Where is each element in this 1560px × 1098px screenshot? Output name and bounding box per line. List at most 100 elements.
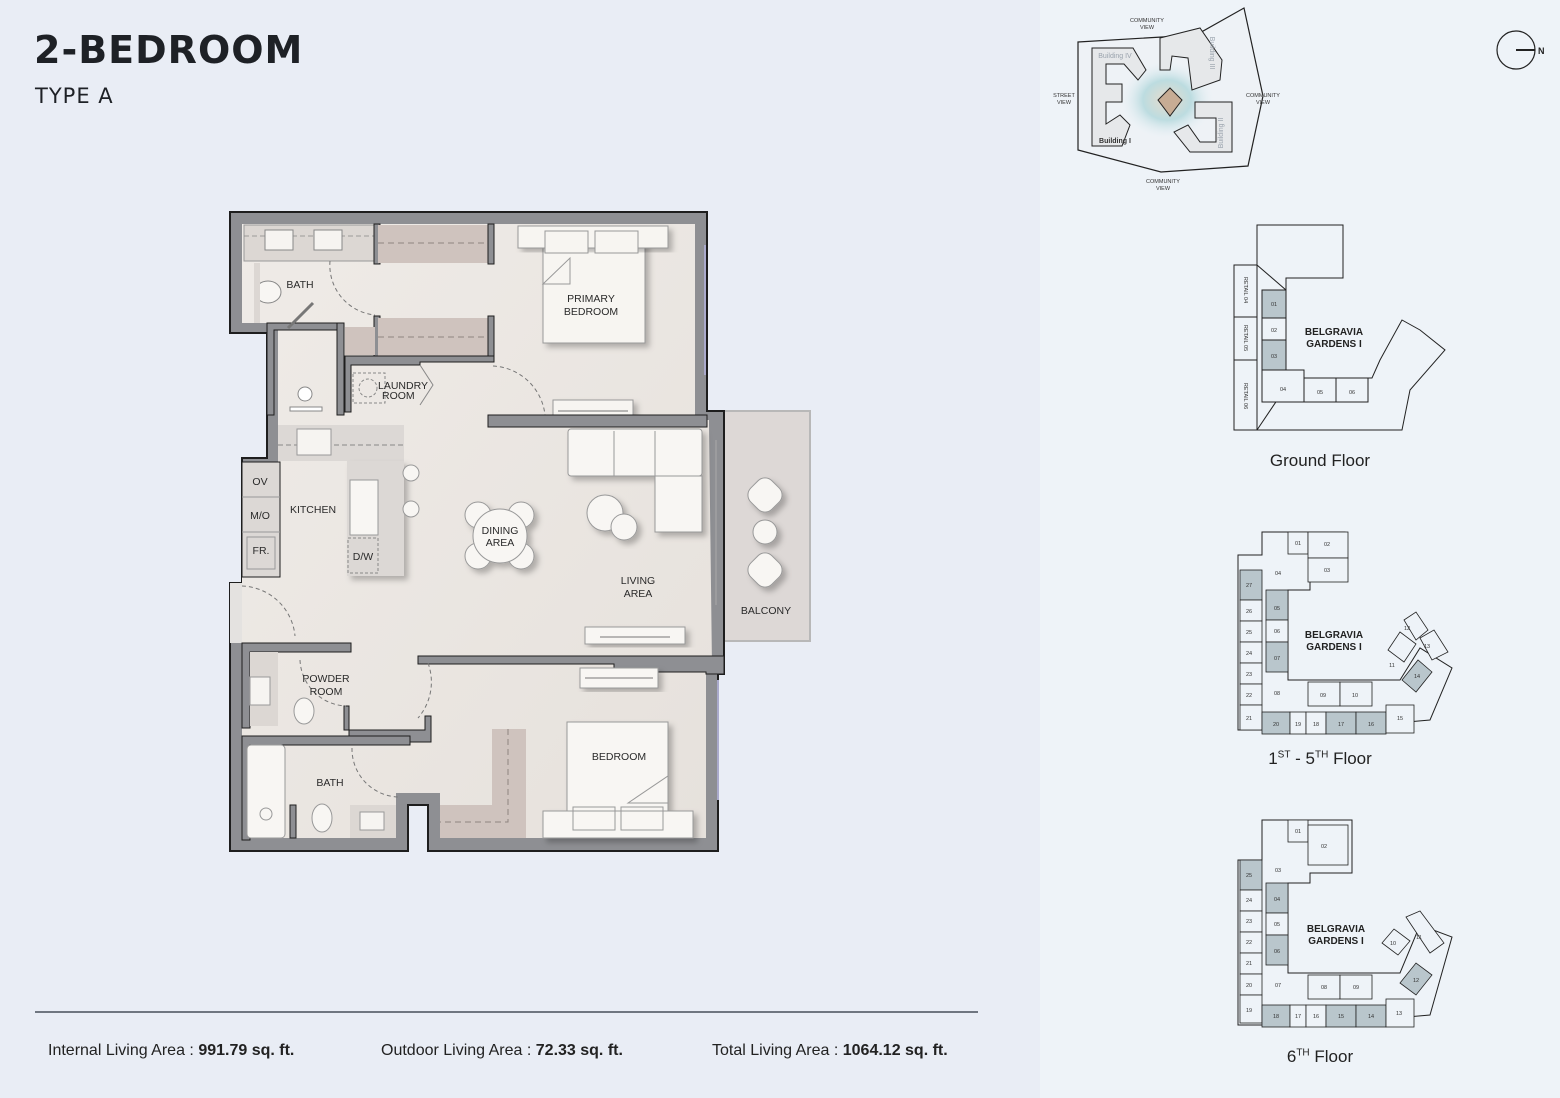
outdoor-area-label: Outdoor Living Area : <box>381 1042 536 1059</box>
label-microwave: M/O <box>250 510 270 522</box>
unit-floor-plan: LAUNDRY ROOM PRIMARY BEDROOM D/W OV M/O … <box>229 211 811 852</box>
sink-icon <box>349 479 379 536</box>
svg-text:14: 14 <box>1368 1014 1374 1020</box>
floor-num: - 5 <box>1290 749 1315 768</box>
tv-console <box>584 626 686 645</box>
building-name: GARDENS I <box>1306 339 1362 350</box>
building-label: Building III <box>1208 37 1215 70</box>
balcony-chairs <box>747 477 783 588</box>
room-label-bedroom: BEDROOM <box>592 751 646 763</box>
building-label: Building II <box>1218 118 1225 149</box>
view-label: VIEW <box>1140 25 1155 31</box>
floor-num: 1 <box>1268 749 1278 768</box>
svg-text:10: 10 <box>1352 693 1358 699</box>
room-label-bath-primary: BATH <box>286 279 313 291</box>
room-label-powder: POWDER <box>302 673 350 685</box>
svg-text:05: 05 <box>1274 922 1280 928</box>
room-label-living: AREA <box>624 588 653 600</box>
svg-text:26: 26 <box>1246 609 1252 615</box>
svg-text:01: 01 <box>1295 829 1301 835</box>
svg-text:07: 07 <box>1274 656 1280 662</box>
vanity-counter <box>243 224 375 262</box>
svg-text:08: 08 <box>1274 691 1280 697</box>
building-name: BELGRAVIA <box>1307 924 1365 935</box>
north-label: N <box>1538 46 1545 56</box>
floor-sup: TH <box>1296 1047 1310 1059</box>
building-name: BELGRAVIA <box>1305 327 1363 338</box>
dining-table <box>464 501 535 570</box>
svg-text:24: 24 <box>1246 898 1252 904</box>
svg-text:03: 03 <box>1324 568 1330 574</box>
room-label-bath-second: BATH <box>316 777 343 789</box>
svg-text:13: 13 <box>1396 1011 1402 1017</box>
retail-label: RETAIL 05 <box>1242 325 1248 351</box>
divider <box>35 1011 978 1013</box>
svg-text:25: 25 <box>1246 873 1252 879</box>
unit-type: TYPE A <box>35 84 114 108</box>
svg-text:20: 20 <box>1273 722 1279 728</box>
room-label-powder: ROOM <box>310 686 343 698</box>
bathtub <box>246 744 286 839</box>
sink-icon <box>359 811 385 831</box>
svg-text:04: 04 <box>1274 897 1280 903</box>
bedroom-bed <box>542 721 694 839</box>
svg-text:07: 07 <box>1275 983 1281 989</box>
svg-text:14: 14 <box>1414 674 1420 680</box>
closet-top <box>378 225 488 263</box>
svg-text:09: 09 <box>1353 985 1359 991</box>
svg-text:21: 21 <box>1246 716 1252 722</box>
svg-text:16: 16 <box>1368 722 1374 728</box>
svg-text:15: 15 <box>1338 1014 1344 1020</box>
cooktop-icon <box>296 428 332 456</box>
room-label-laundry: ROOM <box>382 390 415 402</box>
retail-label: RETAIL 06 <box>1242 383 1248 409</box>
label-fridge: FR. <box>253 545 270 557</box>
outdoor-area-value: 72.33 sq. ft. <box>535 1042 623 1059</box>
svg-text:25: 25 <box>1246 630 1252 636</box>
shower-icon <box>297 386 313 402</box>
total-area-value: 1064.12 sq. ft. <box>842 1042 948 1059</box>
svg-text:02: 02 <box>1324 542 1330 548</box>
svg-text:17: 17 <box>1295 1014 1301 1020</box>
floor-label-sixth: 6TH Floor <box>1220 1047 1420 1067</box>
building-label: Building IV <box>1098 53 1132 60</box>
page-title: 2-BEDROOM <box>34 28 304 72</box>
svg-text:27: 27 <box>1246 583 1252 589</box>
svg-text:06: 06 <box>1274 949 1280 955</box>
svg-text:11: 11 <box>1416 935 1422 941</box>
toilet-icon <box>311 803 333 833</box>
unit-label: 05 <box>1317 390 1323 396</box>
toilet-icon <box>293 697 315 725</box>
svg-text:11: 11 <box>1389 663 1395 669</box>
closet-bedroom <box>440 729 526 838</box>
svg-text:06: 06 <box>1274 629 1280 635</box>
room-label-living: LIVING <box>621 575 655 587</box>
svg-text:15: 15 <box>1397 716 1403 722</box>
total-area: Total Living Area : 1064.12 sq. ft. <box>712 1042 948 1060</box>
svg-text:16: 16 <box>1313 1014 1319 1020</box>
label-oven: OV <box>252 476 267 488</box>
building-name: GARDENS I <box>1306 642 1362 653</box>
svg-text:12: 12 <box>1404 626 1410 632</box>
floor-label-ground: Ground Floor <box>1269 451 1371 470</box>
floor-sup: ST <box>1277 749 1291 761</box>
label-dishwasher: D/W <box>353 551 374 563</box>
svg-text:17: 17 <box>1338 722 1344 728</box>
compass-north-icon: N <box>1496 30 1545 70</box>
view-label: COMMUNITY <box>1130 18 1164 24</box>
sink-icon <box>313 229 343 251</box>
floor-word: Floor <box>1309 1047 1354 1066</box>
internal-area: Internal Living Area : 991.79 sq. ft. <box>48 1042 294 1060</box>
retail-label: RETAIL 04 <box>1242 277 1248 303</box>
svg-text:13: 13 <box>1424 644 1430 650</box>
svg-text:22: 22 <box>1246 693 1252 699</box>
floor-sup: TH <box>1315 749 1329 761</box>
key-plan-ground: 01 02 03 04 05 06 RETAIL 04 RETAIL 05 RE… <box>1233 224 1446 431</box>
building-name: BELGRAVIA <box>1305 630 1363 641</box>
unit-label: 01 <box>1271 302 1277 308</box>
room-label-laundry: LAUNDRY <box>378 380 428 392</box>
sink-icon <box>249 676 271 706</box>
building-name: GARDENS I <box>1308 936 1364 947</box>
svg-text:01: 01 <box>1295 541 1301 547</box>
